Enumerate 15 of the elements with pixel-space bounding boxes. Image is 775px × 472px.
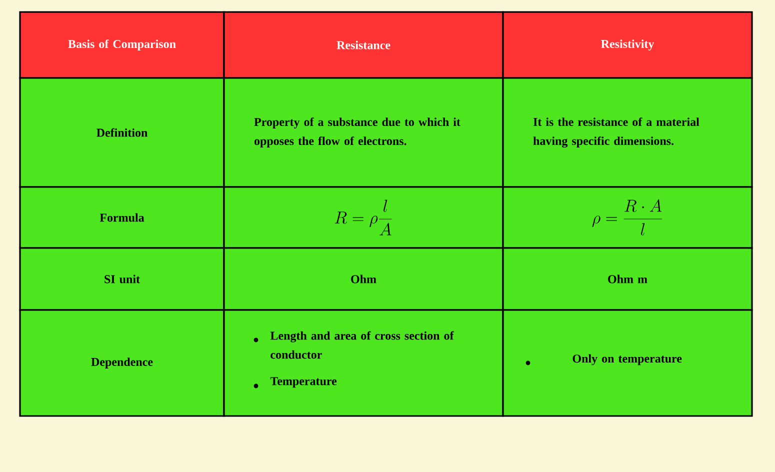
table-cell: $\rho = \frac{R \cdot A}{l}$: [502, 186, 753, 249]
table-cell: It is the resistance of a material having specific dimensions.: [502, 77, 753, 188]
header-cell: Resistivity: [502, 11, 753, 79]
table-cell: Ohm: [223, 247, 504, 311]
header-cell: Resistance: [223, 11, 504, 79]
table-cell: Formula: [19, 186, 225, 249]
table-cell: Dependence: [19, 309, 225, 417]
table-cell: Definition: [19, 77, 225, 188]
table-cell: Only on temperature: [502, 309, 753, 417]
table-cell: Length and area of cross section of conductor Temperature: [223, 309, 504, 417]
table-cell: Ohm m: [502, 247, 753, 311]
table-cell: Property of a substance due to which it opposes the flow of electrons.: [223, 77, 504, 188]
header-cell: Basis of Comparison: [19, 11, 225, 79]
table-cell: $R = \rho \frac{l}{A}$: [223, 186, 504, 249]
table-cell: SI unit: [19, 247, 225, 311]
